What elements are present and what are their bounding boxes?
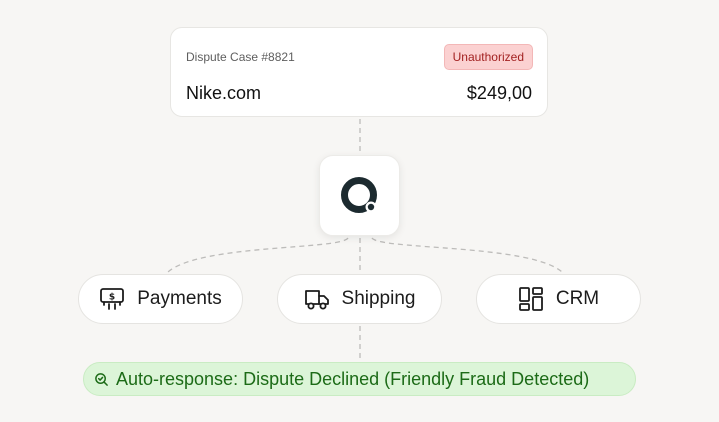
hub-to-payments-connector [167,237,349,273]
auto-response-result: Auto-response: Dispute Declined (Friendl… [83,362,636,396]
search-check-icon [95,372,108,386]
payment-terminal-icon: $ [100,288,125,310]
svg-text:$: $ [109,293,115,303]
case-label: Dispute Case #8821 [186,50,295,64]
status-badge: Unauthorized [443,44,533,70]
shipping-node[interactable]: Shipping [277,274,442,324]
crm-node[interactable]: CRM [476,274,641,324]
shipping-label: Shipping [341,288,416,309]
truck-icon [304,290,329,310]
crm-label: CRM [555,288,600,309]
dashboard-layout-icon [518,287,543,311]
merchant-name: Nike.com [186,83,262,103]
dispute-case-card: Dispute Case #8821 Unauthorized Nike.com… [170,27,548,117]
result-text: Auto-response: Dispute Declined (Friendl… [116,368,590,389]
payments-node[interactable]: $ Payments [78,274,243,324]
hub-to-crm-connector [371,237,563,273]
q-logo-icon [341,177,377,213]
hub-logo-box [319,155,400,236]
payments-label: Payments [137,288,222,309]
dispute-amount: $249,00 [466,83,532,103]
